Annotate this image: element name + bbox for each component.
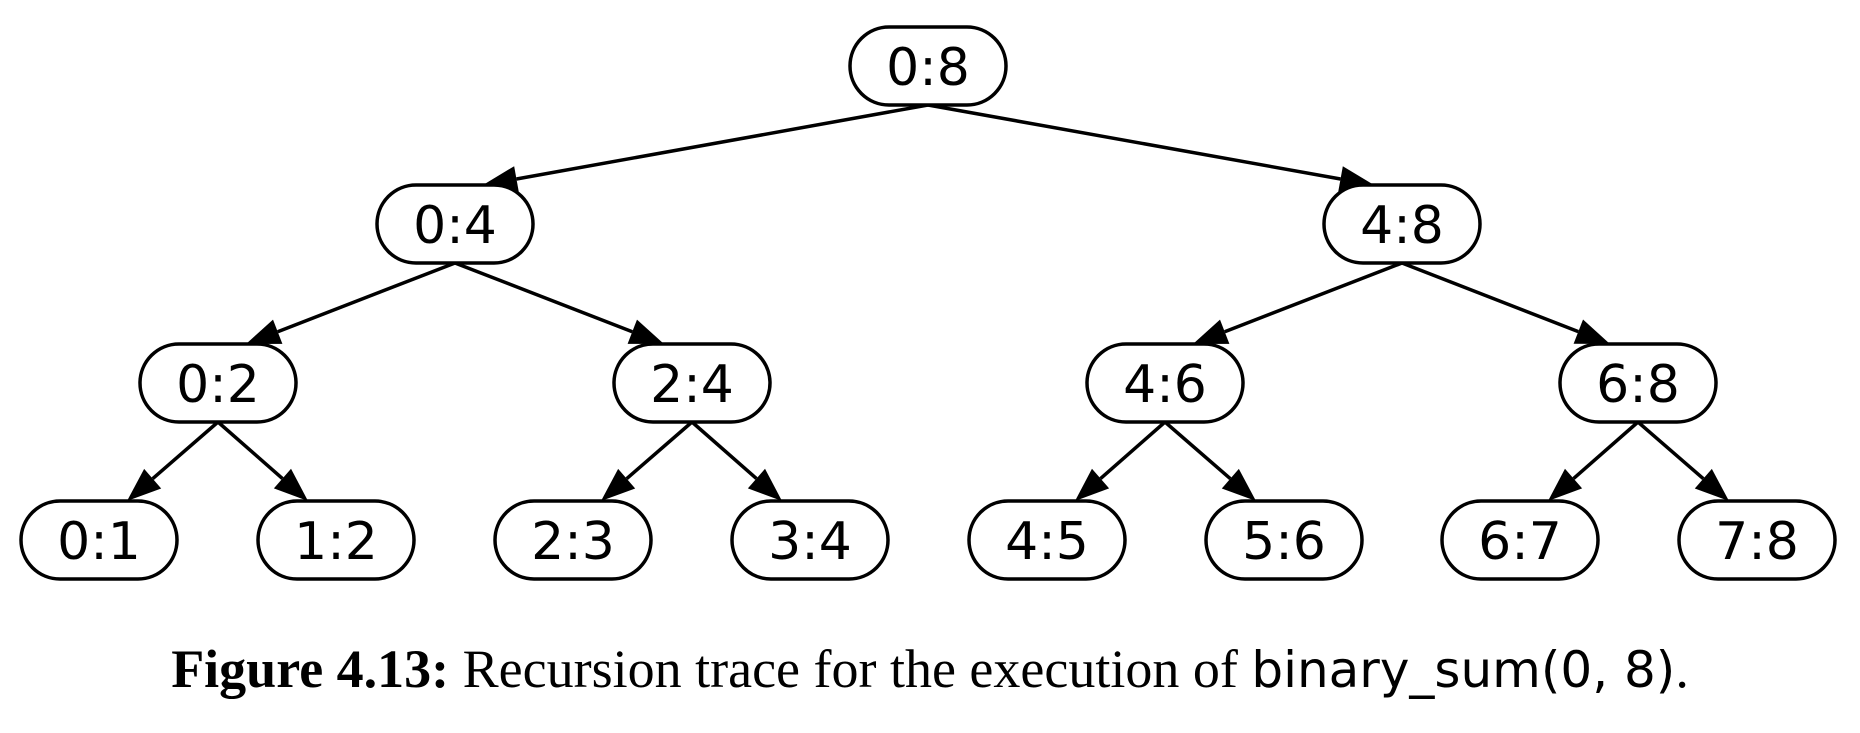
node-box [1558,342,1718,424]
node-box [1322,183,1482,265]
arrowhead-n24-n34 [747,468,782,501]
edges-layer [127,103,1729,501]
node-box [730,499,890,581]
node-label: 2:3 [531,512,615,572]
node-label: 6:8 [1596,355,1680,415]
node-label: 3:4 [768,512,852,572]
node-3-4: 3:4 [730,499,890,581]
node-box [375,183,535,265]
node-4-8: 4:8 [1322,183,1482,265]
nodes-layer: 0:8 0:4 4:8 0:2 2:4 4:6 6:8 0:1 1:2 2:3 3:4 4:5 5:6 6… [19,25,1837,581]
arrowhead-n24-n23 [601,468,636,501]
arrowhead-n02-n01 [127,468,162,501]
edge-n48-n46 [1224,261,1403,334]
node-label: 0:4 [413,196,497,256]
node-label: 6:7 [1478,512,1562,572]
node-box [1677,499,1837,581]
node-box [19,499,179,581]
node-box [138,342,298,424]
node-label: 4:8 [1360,196,1444,256]
caption-code: binary_sum(0, 8) [1251,641,1676,699]
edge-n24-n23 [625,420,694,481]
edge-n08-n48 [927,103,1341,181]
caption-label: Figure 4.13: [171,639,450,699]
node-0-8: 0:8 [848,25,1008,107]
node-box [967,499,1127,581]
arrowhead-n48-n46 [1193,319,1230,344]
arrowhead-n02-n12 [273,468,308,501]
arrowhead-n04-n02 [246,319,283,344]
node-box [1085,342,1245,424]
node-0-4: 0:4 [375,183,535,265]
edge-n04-n24 [454,261,633,334]
edge-n46-n56 [1163,420,1232,481]
arrowhead-n46-n56 [1221,468,1256,501]
node-1-2: 1:2 [256,499,416,581]
edge-n04-n02 [277,261,456,334]
node-label: 4:6 [1123,355,1207,415]
arrowhead-n04-n24 [627,319,664,344]
edge-n46-n45 [1099,420,1167,480]
node-box [493,499,653,581]
node-6-8: 6:8 [1558,342,1718,424]
node-2-4: 2:4 [612,342,772,424]
node-label: 1:2 [294,512,378,572]
node-0-2: 0:2 [138,342,298,424]
node-4-5: 4:5 [967,499,1127,581]
edge-n08-n04 [516,103,929,181]
node-label: 4:5 [1005,512,1089,572]
node-box [256,499,416,581]
edge-n68-n78 [1636,420,1705,481]
node-7-8: 7:8 [1677,499,1837,581]
arrowhead-n46-n45 [1075,468,1110,501]
edge-n24-n34 [690,420,758,480]
node-box [1204,499,1364,581]
arrowhead-n48-n68 [1573,319,1610,344]
node-label: 0:2 [176,355,260,415]
arrowhead-n68-n78 [1694,468,1729,501]
node-5-6: 5:6 [1204,499,1364,581]
node-label: 0:1 [57,512,141,572]
figure-caption: Figure 4.13: Recursion trace for the exe… [0,638,1860,700]
node-label: 5:6 [1242,512,1326,572]
recursion-trace-diagram: 0:8 0:4 4:8 0:2 2:4 4:6 6:8 0:1 1:2 2:3 3:4 4:5 5:6 6… [19,25,1837,581]
edge-n02-n12 [216,420,284,480]
node-box [612,342,772,424]
node-box [1440,499,1600,581]
edge-n48-n68 [1401,261,1579,334]
node-4-6: 4:6 [1085,342,1245,424]
node-label: 2:4 [650,355,734,415]
node-label: 7:8 [1715,512,1799,572]
edge-n68-n67 [1572,420,1640,480]
node-box [848,25,1008,107]
caption-text: Recursion trace for the execution of [449,639,1252,699]
node-2-3: 2:3 [493,499,653,581]
edge-n02-n01 [151,420,220,481]
caption-end: . [1675,639,1689,699]
node-label: 0:8 [886,38,970,98]
arrowhead-n68-n67 [1548,468,1583,501]
node-6-7: 6:7 [1440,499,1600,581]
node-0-1: 0:1 [19,499,179,581]
